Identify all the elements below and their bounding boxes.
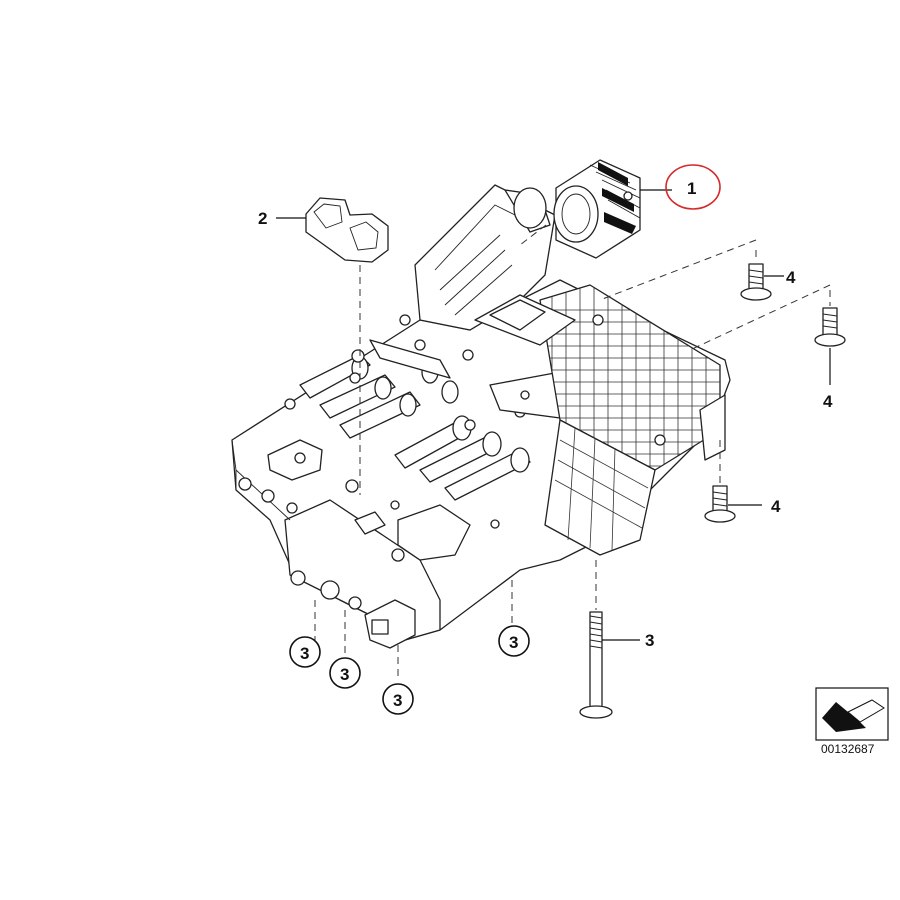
gasket-part-2[interactable] [305,197,389,263]
callout-3-circle-d: 3 [498,625,530,657]
callout-3-circle-c: 3 [382,683,414,715]
catalog-tag: 00132687 [815,687,889,756]
callout-3-bolt: 3 [645,631,654,650]
screw-part-4-right[interactable] [814,307,846,347]
long-bolt-part-3[interactable] [579,611,613,719]
catalog-code: 00132687 [821,742,875,756]
callout-3-circle-b: 3 [329,657,361,689]
callout-4-top: 4 [786,268,796,287]
svg-text:3: 3 [340,665,349,684]
svg-text:3: 3 [393,691,402,710]
callout-4-lower: 4 [771,497,781,516]
screw-part-4-top[interactable] [740,263,772,301]
leader-lines [276,189,831,641]
svg-text:3: 3 [300,644,309,663]
screw-part-4-lower[interactable] [704,485,736,523]
callout-4-right: 4 [823,392,833,411]
svg-text:1: 1 [687,179,696,198]
valve-body-assembly [231,184,731,649]
callout-3-circle-a: 3 [289,636,321,668]
highlight-ring [665,164,721,210]
callout-2: 2 [258,209,267,228]
assembly-lines [314,224,831,680]
callout-1: 1 [665,164,721,210]
svg-text:3: 3 [509,633,518,652]
sleeve-part-1[interactable] [553,159,641,259]
